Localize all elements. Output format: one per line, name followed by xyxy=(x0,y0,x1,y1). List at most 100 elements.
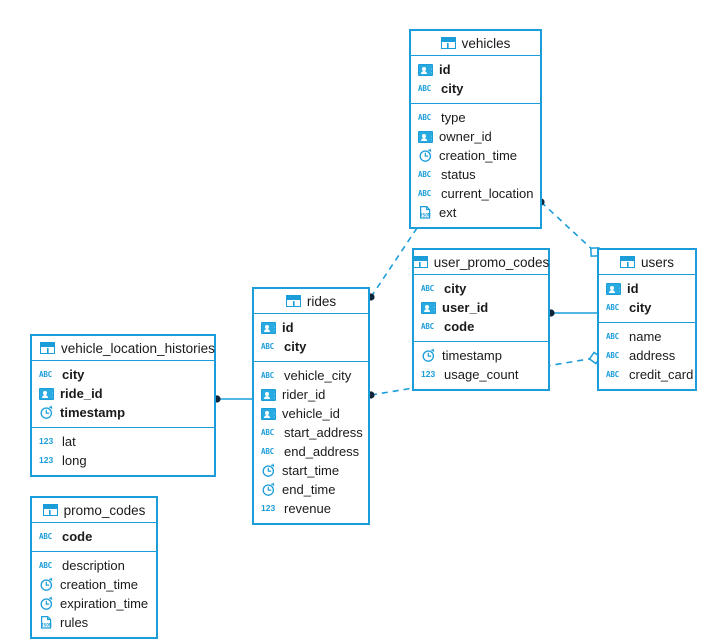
clock-timestamp-icon xyxy=(261,482,276,497)
table-header-promo_codes[interactable]: promo_codes xyxy=(32,498,156,523)
column-name: long xyxy=(62,453,87,468)
column-row: ABC type xyxy=(418,108,533,127)
column-name: status xyxy=(441,167,476,182)
abc-string-icon: ABC xyxy=(39,370,52,379)
abc-string-icon: ABC xyxy=(418,170,431,179)
123-number-icon: 123 xyxy=(261,503,276,513)
table-header-vehicle_location_histories[interactable]: vehicle_location_histories xyxy=(32,336,215,361)
abc-string-icon: ABC xyxy=(606,303,619,312)
table-header-rides[interactable]: rides xyxy=(254,289,368,314)
column-row: vehicle_id xyxy=(261,404,361,423)
abc-string-icon: ABC xyxy=(418,113,431,122)
table-title: vehicle_location_histories xyxy=(61,340,215,356)
column-row: ABC status xyxy=(418,165,533,184)
column-name: revenue xyxy=(284,501,331,516)
column-row: ride_id xyxy=(39,384,207,403)
abc-string-icon: ABC xyxy=(261,371,274,380)
column-row: user_id xyxy=(421,298,541,317)
column-row: 123 revenue xyxy=(261,499,361,518)
column-name: timestamp xyxy=(60,405,126,420)
table-title: vehicles xyxy=(461,35,511,51)
column-name: code xyxy=(62,529,93,544)
abc-string-icon: ABC xyxy=(606,370,619,379)
column-name: city xyxy=(284,339,307,354)
id-badge-icon xyxy=(418,130,433,143)
column-name: name xyxy=(629,329,662,344)
abc-string-icon: ABC xyxy=(606,351,619,360)
id-badge-icon xyxy=(261,321,276,334)
clock-timestamp-icon xyxy=(39,577,54,592)
column-name: rules xyxy=(60,615,89,630)
column-name: expiration_time xyxy=(60,596,149,611)
column-name: timestamp xyxy=(442,348,502,363)
primary-key-section: ABC city ride_id timestamp xyxy=(32,361,214,427)
clock-timestamp-icon xyxy=(39,405,54,420)
table-grid-icon xyxy=(42,504,58,516)
column-name: rider_id xyxy=(282,387,326,402)
abc-string-icon: ABC xyxy=(261,342,274,351)
table-header-user_promo_codes[interactable]: user_promo_codes xyxy=(412,250,550,275)
column-name: vehicle_id xyxy=(282,406,340,421)
table-grid-icon xyxy=(440,37,456,49)
primary-key-section: ABC code xyxy=(32,523,156,551)
column-name: city xyxy=(629,300,652,315)
id-badge-icon xyxy=(606,282,621,295)
abc-string-icon: ABC xyxy=(261,447,274,456)
column-name: usage_count xyxy=(444,367,519,382)
123-number-icon: 123 xyxy=(39,436,54,446)
column-name: city xyxy=(441,81,464,96)
column-name: credit_card xyxy=(629,367,694,382)
table-header-vehicles[interactable]: vehicles xyxy=(411,31,540,56)
table-title: user_promo_codes xyxy=(433,254,550,270)
column-name: code xyxy=(444,319,475,334)
abc-string-icon: ABC xyxy=(606,332,619,341)
id-badge-icon xyxy=(421,301,436,314)
json-document-icon: JSON xyxy=(418,205,433,220)
abc-string-icon: ABC xyxy=(418,189,431,198)
column-name: owner_id xyxy=(439,129,492,144)
relationship-user-promo-codes-to-users[interactable] xyxy=(547,309,597,317)
id-badge-icon xyxy=(261,388,276,401)
column-name: user_id xyxy=(442,300,489,315)
column-row: ABC code xyxy=(39,527,149,546)
column-name: creation_time xyxy=(439,148,518,163)
column-row: ABC city xyxy=(606,298,688,317)
id-badge-icon xyxy=(261,407,276,420)
table-header-users[interactable]: users xyxy=(599,250,695,275)
abc-string-icon: ABC xyxy=(39,561,52,570)
abc-string-icon: ABC xyxy=(421,284,434,293)
123-number-icon: 123 xyxy=(39,455,54,465)
abc-string-icon: ABC xyxy=(39,532,52,541)
column-name: id xyxy=(627,281,639,296)
column-name: type xyxy=(441,110,466,125)
table-grid-icon xyxy=(412,256,428,268)
column-name: lat xyxy=(62,434,76,449)
relationship-vehicle-location-histories-to-rides[interactable] xyxy=(213,395,252,403)
column-row: timestamp xyxy=(421,346,541,365)
column-row: ABC city xyxy=(261,337,361,356)
column-name: city xyxy=(62,367,85,382)
id-badge-icon xyxy=(39,387,54,400)
column-row: ABC credit_card xyxy=(606,365,693,384)
column-row: start_time xyxy=(261,461,361,480)
column-name: description xyxy=(62,558,125,573)
